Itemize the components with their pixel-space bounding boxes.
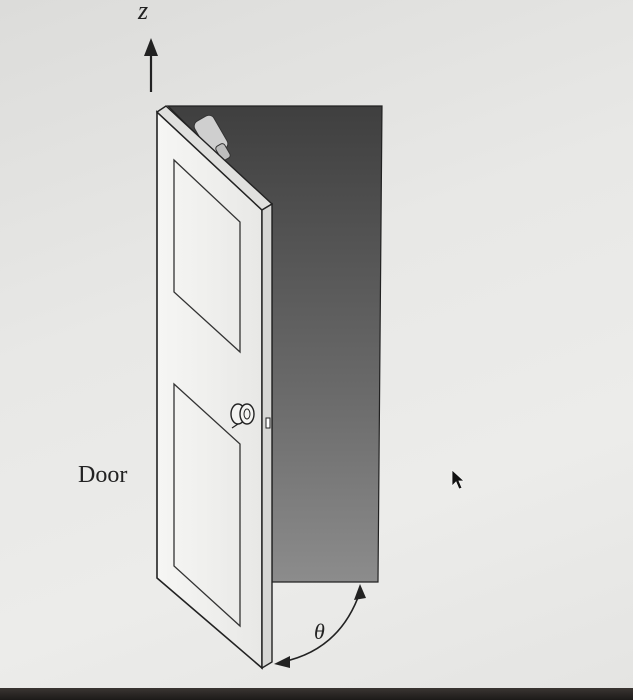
- door-hinge-icon: [193, 114, 231, 161]
- door-label: Door: [78, 462, 128, 488]
- theta-label: θ: [314, 619, 325, 644]
- door-knob-icon: [230, 403, 271, 429]
- door-side: [261, 202, 273, 670]
- angle-arc-icon: [274, 584, 366, 668]
- mouse-cursor-icon: [451, 469, 466, 490]
- door-upper-panel: [173, 158, 241, 354]
- z-axis-label: z: [138, 0, 149, 25]
- axis-arrow-icon: [144, 38, 158, 92]
- door-lower-panel: [173, 382, 241, 628]
- screen-bezel: [0, 688, 633, 700]
